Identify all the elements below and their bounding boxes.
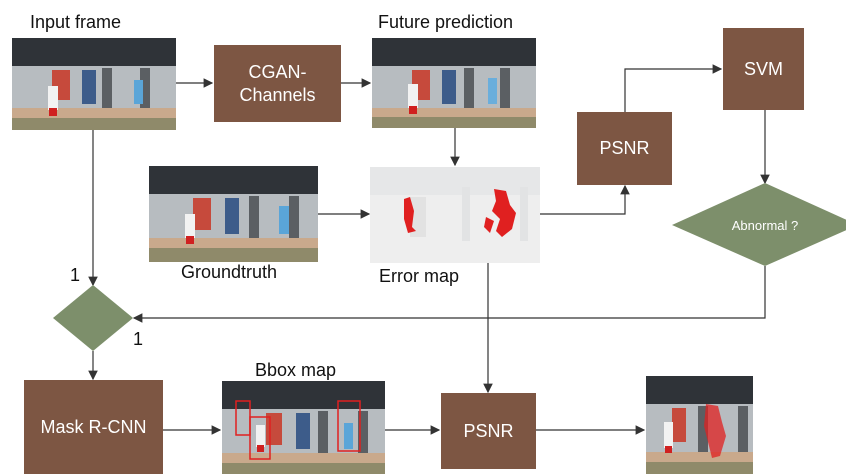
arrow-abnormal-diamond <box>132 266 766 323</box>
abnormal-label: Abnormal ? <box>732 218 798 233</box>
future-prediction-label: Future prediction <box>378 12 514 32</box>
svm-box: SVM <box>723 28 804 110</box>
input-frame-image <box>12 38 176 130</box>
decision-diamond-gate <box>53 285 133 351</box>
arrow-psnr-svm <box>624 64 723 112</box>
error-map-label: Error map <box>379 266 460 286</box>
psnr-top-box: PSNR <box>577 112 672 185</box>
branch-one-left: 1 <box>70 265 81 285</box>
mask-rcnn-box: Mask R-CNN <box>24 380 163 474</box>
groundtruth-label: Groundtruth <box>181 262 278 282</box>
arrow-error-psnr <box>540 184 630 215</box>
branch-one-right: 1 <box>133 329 144 349</box>
cgan-channels-box: CGAN- Channels <box>214 45 341 122</box>
decision-diamond-abnormal <box>672 183 846 266</box>
output-frame-image <box>646 376 753 474</box>
future-prediction-image <box>372 38 536 128</box>
bbox-map-label: Bbox map <box>255 360 337 380</box>
input-frame-label: Input frame <box>30 12 122 32</box>
groundtruth-image <box>149 166 318 262</box>
bbox-map-image <box>222 381 385 474</box>
error-map-image <box>370 167 540 263</box>
psnr-bottom-box: PSNR <box>441 393 536 469</box>
